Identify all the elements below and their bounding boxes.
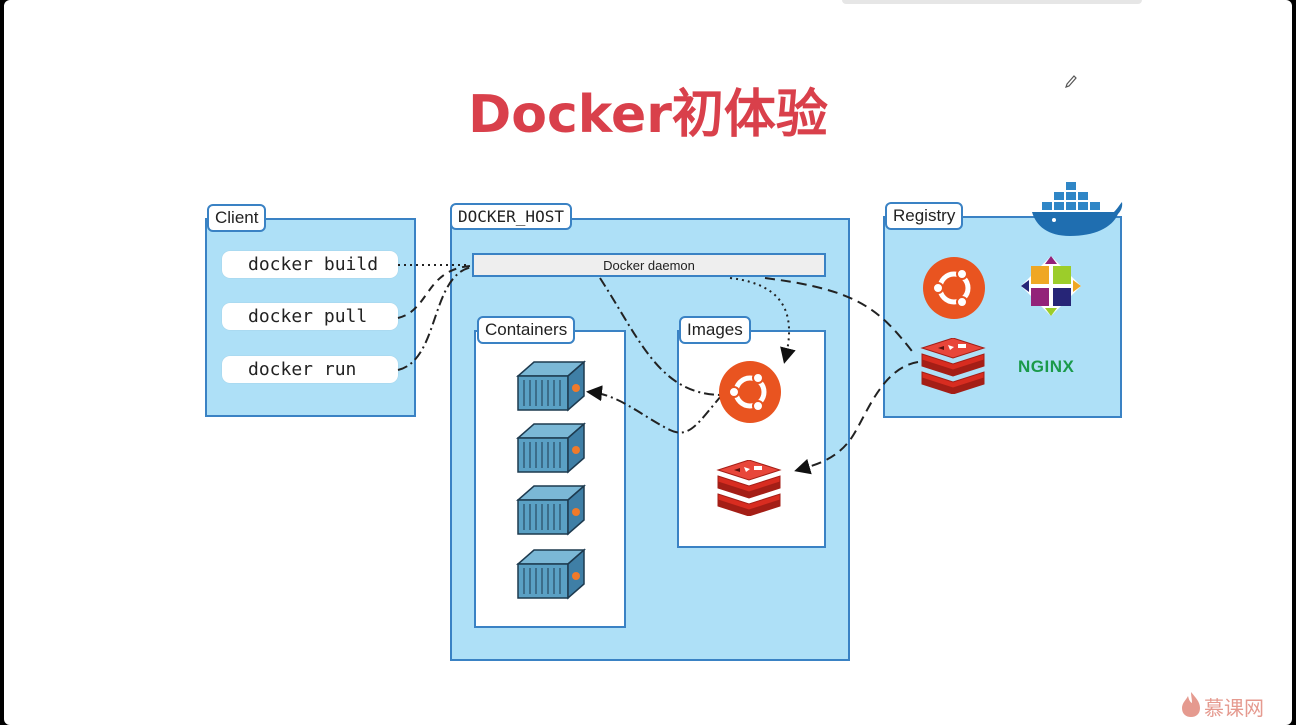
daemon-to-registry-dashed [764,277,916,356]
watermark-text: 慕课网 [1204,696,1264,720]
registry-to-image-dashed [794,361,919,475]
centos-logo-icon [1021,256,1081,316]
pencil-icon [1065,75,1077,88]
pull-connector [397,265,471,319]
redis-logo-icon [716,460,782,516]
docker-run-command[interactable]: docker run [222,356,398,383]
daemon-to-ubuntu-dashdot [599,277,723,396]
registry-label: Registry [885,202,964,230]
docker-daemon-bar: Docker daemon [472,253,826,277]
images-label: Images [679,316,751,344]
container-icon [516,548,586,600]
imooc-logo-icon [1182,692,1200,717]
ubuntu-logo-icon [923,257,985,319]
nginx-logo: NGINX [1018,357,1075,376]
container-icon [516,484,586,536]
image-to-container-dashdot [586,385,723,434]
redis-logo-icon [920,338,986,394]
top-bar [842,0,1142,4]
docker-whale-icon [1032,182,1123,236]
docker-pull-command[interactable]: docker pull [222,303,398,330]
docker-host-label: DOCKER_HOST [450,203,572,230]
slide-title: Docker初体验 [468,85,828,145]
docker-build-command[interactable]: docker build [222,251,398,278]
ubuntu-logo-icon [719,361,781,423]
container-icon [516,360,586,412]
container-icon [516,422,586,474]
client-label: Client [207,204,267,232]
run-connector [397,266,473,371]
daemon-to-image-dotted [729,277,796,364]
containers-label: Containers [477,316,576,344]
